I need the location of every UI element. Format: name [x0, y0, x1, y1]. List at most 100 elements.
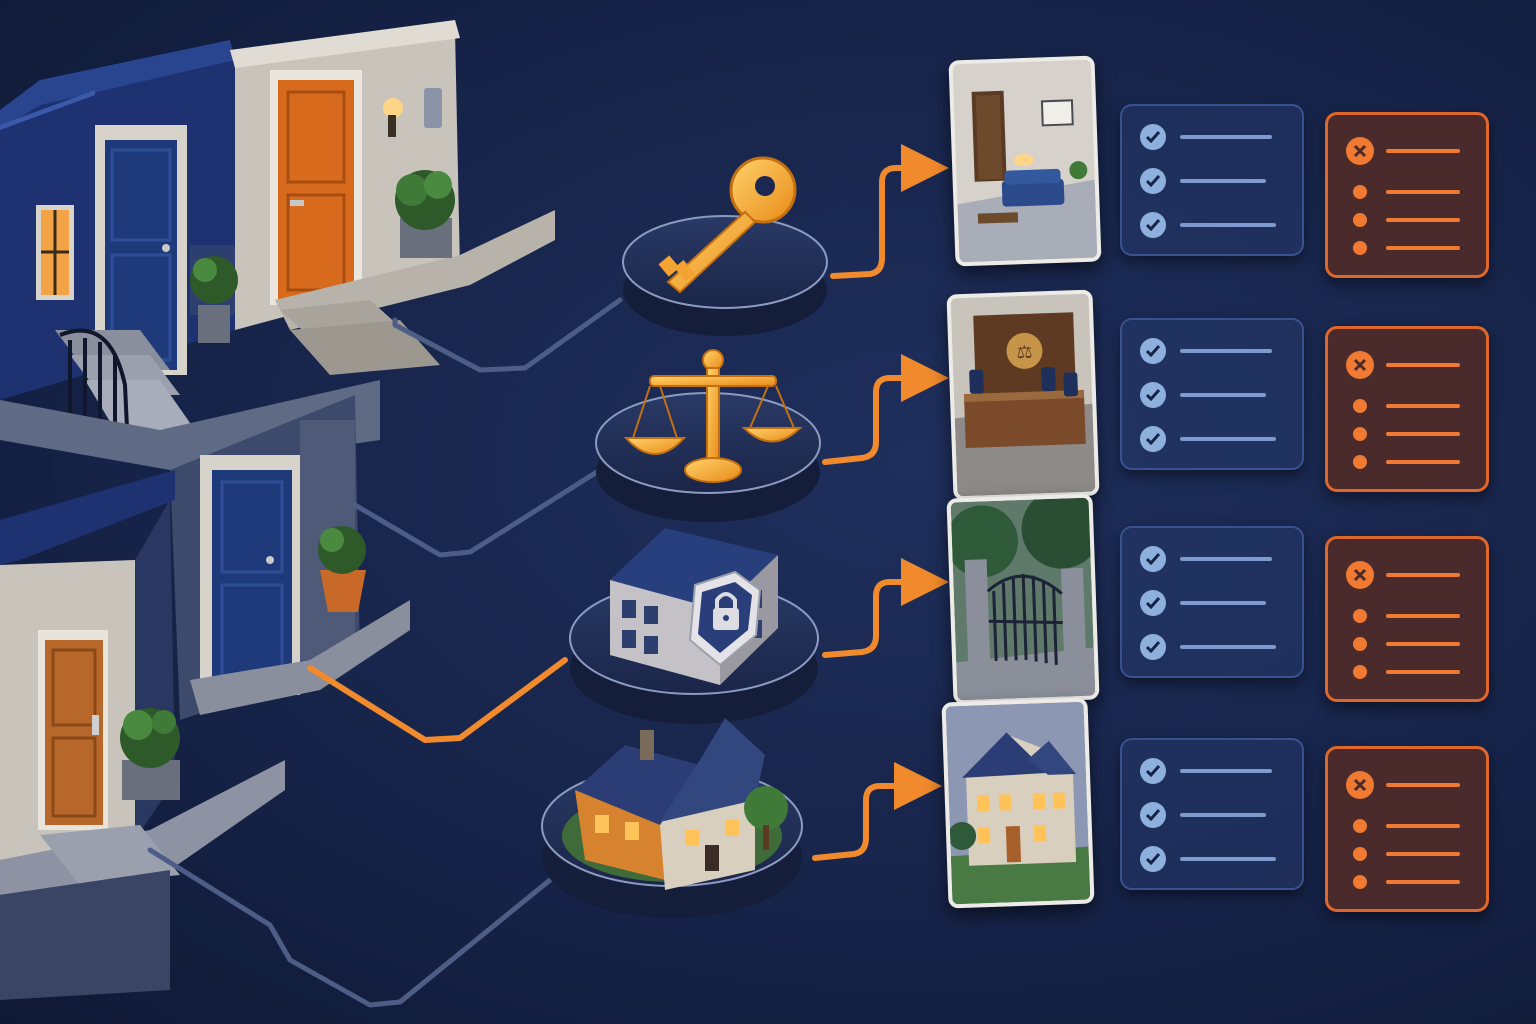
pathway-secured-building[interactable] [569, 528, 819, 724]
courtroom-image: ⚖ [946, 289, 1100, 501]
requirements-panel-1 [1120, 104, 1304, 256]
bullet-dot [1353, 637, 1367, 651]
pathway-house[interactable] [541, 718, 803, 918]
denial-header [1346, 351, 1460, 379]
check-circle-icon [1140, 634, 1166, 660]
check-circle-icon [1140, 124, 1166, 150]
blue-door-lower[interactable] [212, 470, 292, 690]
requirement-item [1140, 212, 1276, 238]
requirements-panel-2 [1120, 318, 1304, 470]
bullet-dot [1353, 185, 1367, 199]
potted-plant [120, 708, 180, 800]
requirement-item [1140, 124, 1272, 150]
denial-panel-3 [1325, 536, 1489, 702]
pathway-key[interactable] [622, 156, 828, 336]
requirement-item [1140, 338, 1272, 364]
house-exterior-image [941, 697, 1095, 909]
buildings-cluster [0, 20, 555, 1000]
requirement-item [1140, 802, 1266, 828]
bullet-dot [1353, 455, 1367, 469]
denial-item [1346, 847, 1460, 861]
denial-item [1346, 875, 1460, 889]
orange-door[interactable] [278, 80, 354, 300]
connector-scales [352, 467, 603, 558]
denial-item [1346, 399, 1460, 413]
door-handle-icon [266, 556, 274, 564]
intercom-panel [424, 88, 442, 128]
bullet-dot [1353, 847, 1367, 861]
wall-lamp-icon [383, 98, 403, 118]
x-circle-icon [1346, 561, 1374, 589]
check-circle-icon [1140, 382, 1166, 408]
check-circle-icon [1140, 212, 1166, 238]
requirement-item [1140, 846, 1276, 872]
check-circle-icon [1140, 758, 1166, 784]
arrow-to-gate [822, 558, 949, 658]
requirement-item [1140, 590, 1266, 616]
bullet-dot [1353, 241, 1367, 255]
denial-item [1346, 427, 1460, 441]
door-handle-icon [162, 244, 170, 252]
door-handle-icon [290, 200, 304, 206]
potted-plant [395, 170, 455, 258]
denial-item [1346, 637, 1460, 651]
requirement-item [1140, 382, 1266, 408]
pathway-scales[interactable] [595, 349, 821, 522]
arrow-to-courtroom [822, 354, 949, 465]
scales-of-justice-icon [623, 349, 803, 483]
lower-blue-entry [170, 395, 410, 720]
check-circle-icon [1140, 846, 1166, 872]
denial-item [1346, 819, 1460, 833]
denial-item [1346, 455, 1460, 469]
connector-building [307, 657, 568, 743]
x-circle-icon [1346, 351, 1374, 379]
orange-door-entry [190, 20, 555, 375]
denial-item [1346, 213, 1460, 227]
requirement-item [1140, 758, 1272, 784]
denial-item [1346, 241, 1460, 255]
denial-panel-4 [1325, 746, 1489, 912]
denial-header [1346, 561, 1460, 589]
denial-panel-2 [1325, 326, 1489, 492]
denial-item [1346, 609, 1460, 623]
requirement-item [1140, 168, 1266, 194]
bullet-dot [1353, 609, 1367, 623]
house-icon [575, 718, 788, 890]
x-circle-icon [1346, 771, 1374, 799]
x-circle-icon [1346, 137, 1374, 165]
check-circle-icon [1140, 802, 1166, 828]
lobby-room-image [948, 55, 1102, 267]
door-handle-icon [92, 715, 99, 735]
requirement-item [1140, 426, 1276, 452]
denial-item [1346, 665, 1460, 679]
arrow-to-house [812, 762, 942, 861]
bullet-dot [1353, 399, 1367, 413]
denial-header [1346, 771, 1460, 799]
potted-plant [318, 526, 366, 612]
connector-house [147, 847, 553, 1008]
secured-building-icon [610, 528, 778, 685]
bullet-dot [1353, 213, 1367, 227]
connector-key [392, 297, 623, 373]
lower-wood-entry [0, 470, 285, 1000]
denial-panel-1 [1325, 112, 1489, 278]
check-circle-icon [1140, 168, 1166, 194]
svg-text:⚖: ⚖ [1016, 342, 1033, 364]
key-icon [658, 156, 797, 294]
arrow-to-lobby [830, 144, 949, 279]
requirements-panel-4 [1120, 738, 1304, 890]
check-circle-icon [1140, 338, 1166, 364]
bullet-dot [1353, 875, 1367, 889]
requirement-item [1140, 546, 1272, 572]
check-circle-icon [1140, 546, 1166, 572]
bullet-dot [1353, 427, 1367, 441]
gated-entrance-image [946, 493, 1100, 705]
connectors-left [147, 297, 623, 1008]
upper-townhouse [0, 40, 380, 470]
bullet-dot [1353, 819, 1367, 833]
check-circle-icon [1140, 426, 1166, 452]
potted-plant [190, 256, 238, 343]
denial-item [1346, 185, 1460, 199]
check-circle-icon [1140, 590, 1166, 616]
